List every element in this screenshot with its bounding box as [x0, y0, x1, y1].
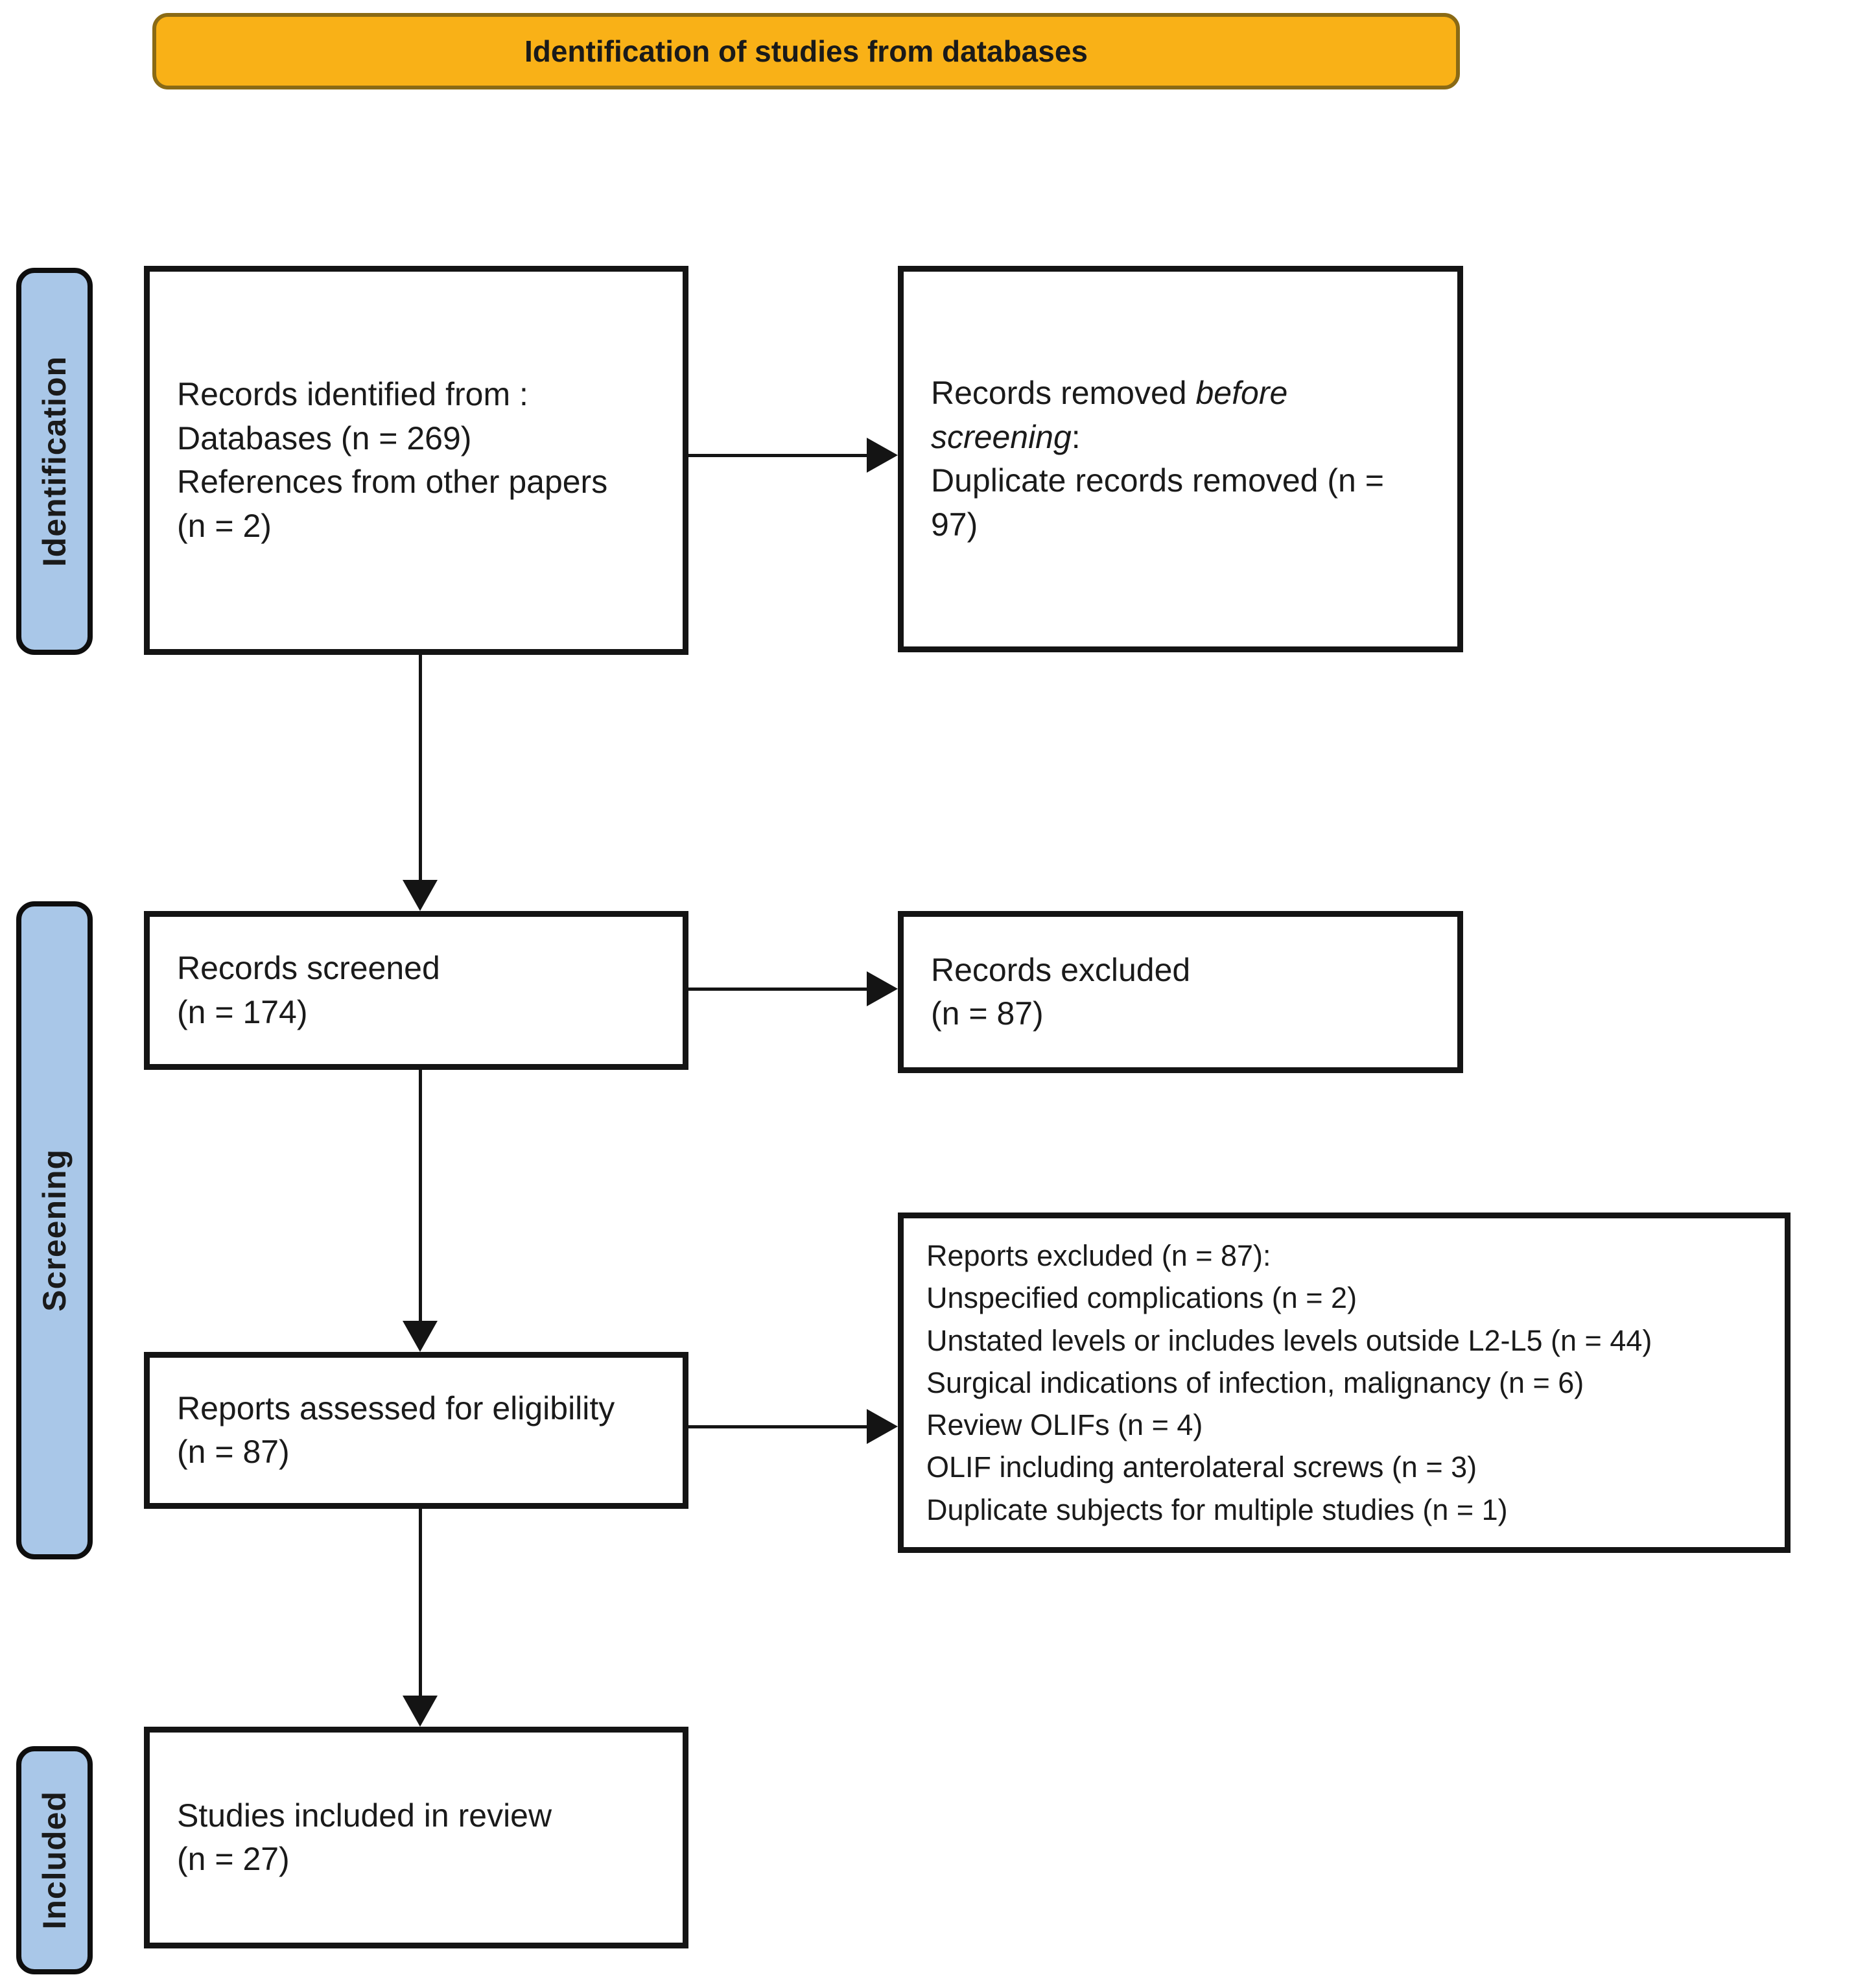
text-line: Reports excluded (n = 87):	[926, 1239, 1271, 1273]
text-line: Review OLIFs (n = 4)	[926, 1408, 1203, 1442]
text-line: Databases (n = 269)	[177, 420, 472, 456]
box-records-screened: Records screened (n = 174)	[144, 911, 688, 1070]
records-removed-italic: before screening	[931, 375, 1288, 455]
stage-label-screening-text: Screening	[36, 1149, 73, 1312]
text-line: Records identified from :	[177, 376, 528, 412]
arrow-identified-to-screened-line	[419, 655, 422, 882]
text-line: (n = 174)	[177, 993, 308, 1030]
arrow-identified-to-screened-head-icon	[403, 880, 438, 911]
text-line: Records screened	[177, 950, 440, 986]
box-records-excluded: Records excluded (n = 87)	[898, 911, 1463, 1073]
arrow-identified-to-removed-line	[688, 454, 867, 457]
stage-label-included-text: Included	[36, 1791, 73, 1930]
text-line: Duplicate subjects for multiple studies …	[926, 1493, 1508, 1526]
text-line: (n = 27)	[177, 1841, 290, 1877]
text-line: (n = 2)	[177, 507, 272, 544]
text-line: OLIF including anterolateral screws (n =…	[926, 1450, 1477, 1484]
arrow-assessed-to-included-head-icon	[403, 1696, 438, 1727]
text-line: Reports assessed for eligibility	[177, 1390, 615, 1426]
text-line: Unstated levels or includes levels outsi…	[926, 1323, 1652, 1357]
box-records-identified: Records identified from : Databases (n = …	[144, 266, 688, 655]
text-line: Unspecified complications (n = 2)	[926, 1281, 1357, 1315]
title-banner-label: Identification of studies from databases	[524, 34, 1088, 68]
box-records-removed-before-screening: Records removed before screening: Duplic…	[898, 266, 1463, 652]
text-line: Surgical indications of infection, malig…	[926, 1366, 1584, 1399]
text-line: References from other papers	[177, 464, 608, 500]
stage-label-screening: Screening	[16, 901, 93, 1559]
arrow-screened-to-excluded-line	[688, 988, 867, 991]
text-line: (n = 87)	[177, 1434, 290, 1470]
arrow-identified-to-removed-head-icon	[867, 438, 898, 473]
arrow-screened-to-assessed-line	[419, 1070, 422, 1323]
box-reports-assessed-for-eligibility: Reports assessed for eligibility (n = 87)	[144, 1352, 688, 1509]
arrow-assessed-to-included-line	[419, 1509, 422, 1697]
stage-label-identification-text: Identification	[36, 355, 73, 567]
arrow-screened-to-assessed-head-icon	[403, 1321, 438, 1352]
arrow-screened-to-excluded-head-icon	[867, 971, 898, 1006]
records-removed-detail: Duplicate records removed (n = 97)	[931, 459, 1430, 547]
arrow-assessed-to-reports-excluded-head-icon	[867, 1409, 898, 1444]
text-line: Studies included in review	[177, 1797, 552, 1834]
text-line: Duplicate records removed (n = 97)	[931, 462, 1384, 543]
stage-label-included: Included	[16, 1746, 93, 1974]
stage-label-identification: Identification	[16, 268, 93, 655]
box-reports-excluded-reasons: Reports excluded (n = 87): Unspecified co…	[898, 1213, 1791, 1553]
records-removed-heading: Records removed before screening:	[931, 375, 1288, 455]
text-line: (n = 87)	[931, 995, 1044, 1032]
box-studies-included-in-review: Studies included in review (n = 27)	[144, 1727, 688, 1948]
text-line: Records excluded	[931, 951, 1191, 988]
title-banner: Identification of studies from databases	[152, 13, 1460, 89]
arrow-assessed-to-reports-excluded-line	[688, 1425, 867, 1428]
